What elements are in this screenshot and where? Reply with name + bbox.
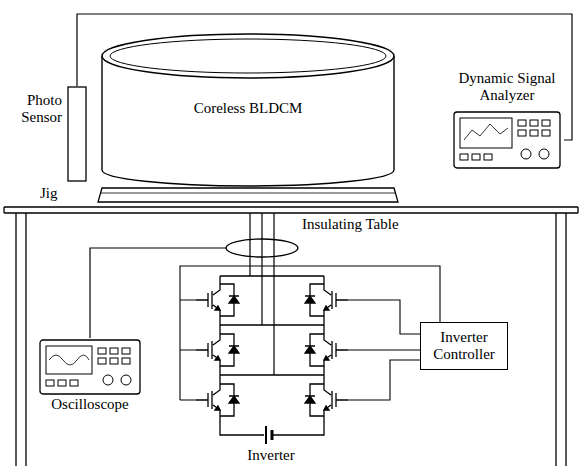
cylinder-top [102,34,394,78]
instrument-screen [460,118,512,148]
screen-trace [464,124,508,140]
probe-lead [90,248,226,338]
bridge-rung [220,276,324,375]
phase-wire [250,213,274,375]
signal-analyzer: Dynamic Signal Analyzer [450,70,564,174]
inverter-label: Inverter [234,447,308,464]
instrument-screen [46,346,92,374]
current-probe [226,239,298,257]
igbt-switch [196,280,239,320]
inverter-bridge [196,276,348,444]
motor-cables [250,213,274,375]
sensor-body [68,87,86,181]
insulating-table [4,207,578,466]
jig-outline [98,188,398,202]
instrument-case [40,340,140,394]
node-label: Oscilloscope [36,396,144,413]
battery-symbol [271,430,274,440]
gate-wire [348,300,420,400]
igbt-switch [305,280,348,320]
screen-trace [49,355,89,365]
node-label: Jig [40,185,70,202]
table-label: Insulating Table [300,216,424,233]
node-label: Photo Sensor [4,92,62,127]
motor-cylinder: Coreless BLDCM [98,30,398,190]
table-top [4,207,578,213]
node-shape [40,184,398,204]
igbt-switch [305,380,348,420]
igbt-switch [196,380,239,420]
igbt-switch [196,330,239,370]
gate-wires [180,266,440,400]
controller-box: Inverter Controller [420,322,508,370]
instrument-keys [46,348,131,386]
table-leg [556,213,566,466]
gate-wire [180,266,440,400]
table-leg [16,213,26,466]
oscilloscope: Oscilloscope [36,338,144,418]
bridge-wire [220,276,324,380]
battery-symbol [265,426,267,444]
node-label: Dynamic Signal Analyzer [450,70,564,105]
jig-edge [101,193,395,194]
node-label: Coreless BLDCM [98,100,398,117]
instrument-keys [460,120,550,160]
igbt-switch [305,330,348,370]
instrument-case [454,112,560,168]
cylinder-rim [110,39,386,73]
node-label: Inverter Controller [421,327,507,366]
jig-plate: Jig [40,184,398,204]
photo-sensor: Photo Sensor [4,86,88,182]
